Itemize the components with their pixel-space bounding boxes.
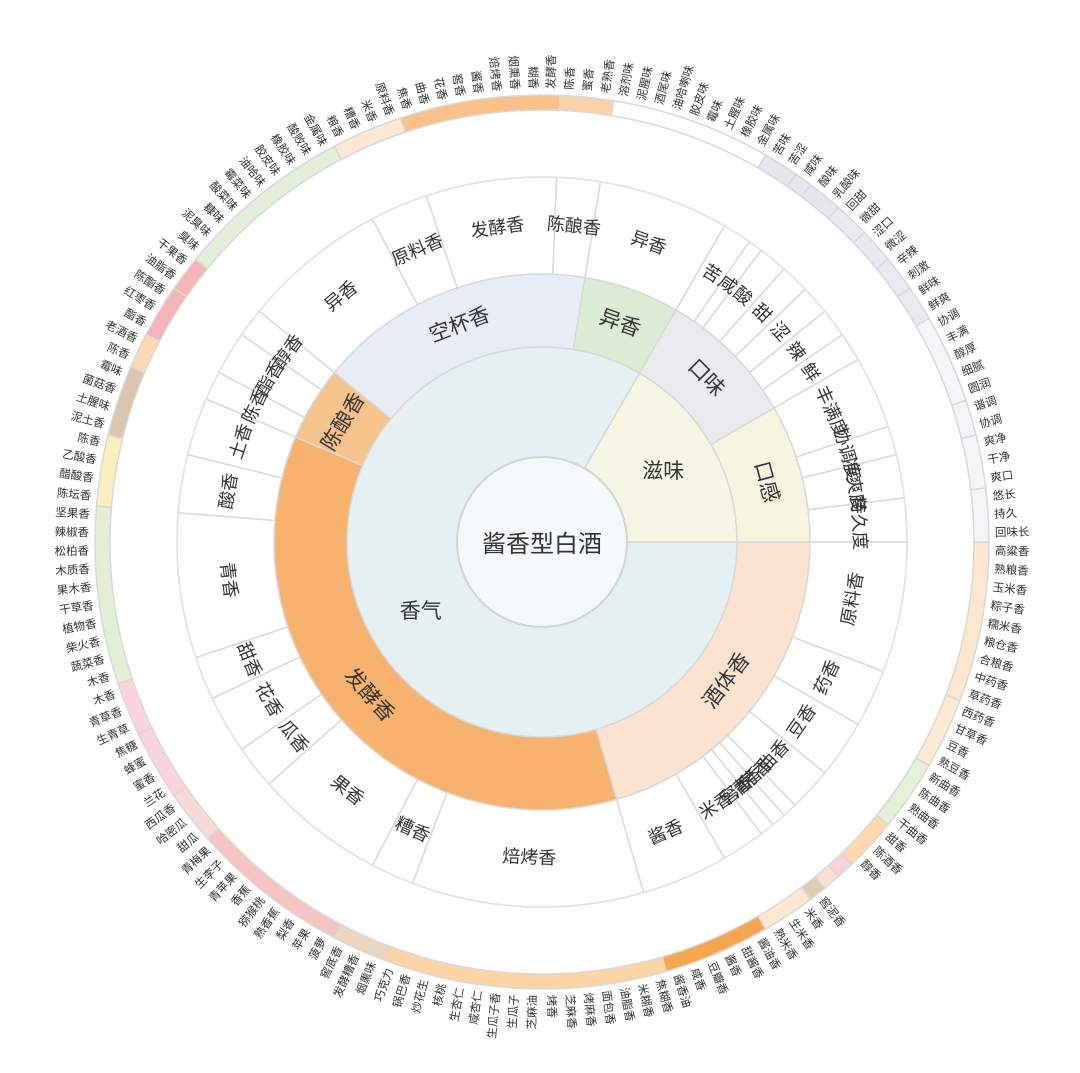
leaf-label: 焙烤香 — [487, 56, 504, 92]
level1-label-0: 香气 — [400, 599, 442, 623]
leaf-label: 生杏仁 — [447, 986, 467, 1022]
leaf-label: 米糊香 — [635, 982, 656, 1019]
leaf-label: 生瓜子 — [505, 994, 521, 1029]
leaf-band-0-1-7 — [95, 434, 124, 509]
leaf-label: 芝麻油 — [525, 995, 540, 1030]
leaf-label: 爽口 — [989, 468, 1014, 485]
leaf-label: 蜜香 — [580, 67, 596, 92]
leaf-label: 陈香 — [562, 66, 577, 90]
leaf-label: 玉米香 — [992, 580, 1028, 597]
leaf-label: 花香 — [431, 76, 450, 102]
leaf-band-1-1-2 — [960, 434, 987, 491]
leaf-label: 爽净 — [982, 430, 1008, 449]
leaf-label: 松柏香 — [54, 544, 89, 559]
level3-label-1-1-3: 持久度 — [846, 495, 870, 550]
leaf-label: 辣椒香 — [54, 525, 89, 540]
leaf-label: 咸杏仁 — [466, 989, 485, 1025]
leaf-label: 醋酸香 — [58, 466, 95, 485]
leaf-label: 芝麻香 — [563, 994, 579, 1030]
leaf-label: 木香 — [91, 687, 118, 708]
center-label: 酱香型白酒 — [482, 530, 602, 558]
leaf-label: 高粱香 — [995, 544, 1030, 559]
leaf-label: 坚果香 — [55, 505, 91, 521]
leaf-label: 曲香 — [413, 80, 433, 106]
leaf-label: 糊香 — [526, 66, 540, 90]
leaf-label: 焦香 — [394, 85, 414, 112]
leaf-label: 核桃 — [430, 982, 449, 1008]
leaf-band-0-2-1 — [145, 287, 188, 343]
leaf-band-0-3-3 — [558, 94, 615, 117]
leaf-label: 烤香 — [545, 995, 559, 1019]
leaf-label: 泥腥味 — [634, 64, 655, 101]
leaf-label: 溶剂味 — [616, 61, 636, 98]
leaf-label: 圆润 — [966, 375, 992, 396]
leaf-label: 回味长 — [995, 525, 1030, 540]
leaf-label: 植物香 — [61, 616, 98, 636]
leaf-label: 熟粮香 — [994, 562, 1030, 578]
leaf-label: 烤麻香 — [581, 992, 598, 1028]
leaf-label: 干净 — [986, 449, 1012, 467]
leaf-label: 木质香 — [55, 562, 91, 578]
leaf-label: 粮仓香 — [983, 634, 1020, 655]
leaf-label: 发酵香 — [544, 54, 559, 89]
leaf-label: 焦糊香 — [653, 978, 676, 1015]
leaf-band-0-1-8 — [107, 365, 146, 440]
level3-label-0-1-0: 焙烤香 — [502, 846, 557, 869]
leaf-label: 咸香 — [688, 966, 709, 993]
leaf-label-layer: 高粱香熟粮香玉米香粽子香糯米香粮仓香合粮香中药香草药香西药香甘草香豆香熟豆香新曲… — [54, 54, 1030, 1039]
leaf-label: 醇厚 — [952, 340, 979, 362]
root-circle — [456, 456, 628, 628]
leaf-label: 细腻 — [959, 357, 986, 379]
segment-layer — [94, 94, 990, 990]
leaf-label: 干草香 — [58, 598, 95, 617]
level1-label-1: 滋味 — [642, 459, 684, 483]
leaf-label: 陈香 — [76, 430, 102, 449]
leaf-label: 油脂香 — [617, 986, 637, 1023]
leaf-label: 炒花生 — [409, 978, 431, 1015]
leaf-label: 老熟香 — [598, 58, 617, 95]
leaf-label: 乙酸香 — [61, 447, 98, 467]
leaf-label: 谐调 — [972, 393, 998, 413]
leaf-label: 酱香 — [469, 70, 486, 95]
leaf-label: 果木香 — [56, 580, 92, 597]
ring-outline — [176, 176, 908, 908]
leaf-label: 糯米香 — [986, 616, 1023, 636]
leaf-label: 烟熏香 — [506, 55, 522, 91]
level3-label-0-1-6: 青香 — [216, 561, 241, 599]
leaf-label: 悠长 — [992, 487, 1017, 503]
leaf-label: 粽子香 — [990, 598, 1027, 617]
leaf-label: 生瓜子香 — [484, 991, 503, 1039]
leaf-label: 陈坛香 — [56, 486, 92, 503]
leaf-label: 柴火香 — [65, 634, 102, 655]
leaf-label: 协调 — [978, 412, 1004, 431]
leaf-band-0-3-1 — [333, 117, 407, 161]
leaf-band-1-1-3 — [970, 487, 990, 543]
leaf-label: 木香 — [85, 669, 112, 689]
leaf-band-1-1-1 — [950, 399, 977, 440]
leaf-label: 窖香 — [450, 72, 468, 98]
leaf-label: 持久 — [994, 506, 1018, 521]
leaf-label: 霉味 — [98, 357, 125, 379]
leaf-label: 面包香 — [599, 989, 618, 1026]
leaf-label: 泥土香 — [69, 409, 106, 432]
